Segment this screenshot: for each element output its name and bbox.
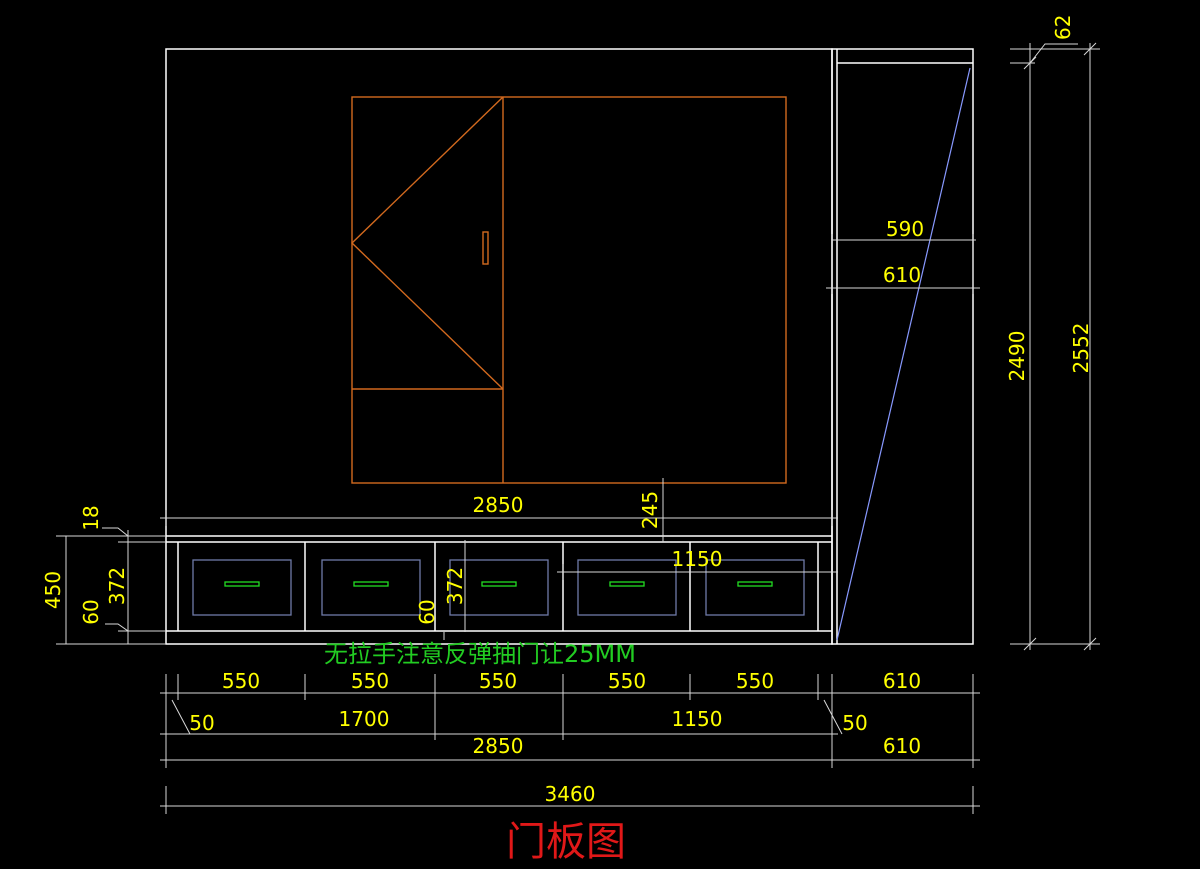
drawer-handle bbox=[481, 581, 517, 587]
dim-372-left: 372 bbox=[105, 567, 129, 605]
drawer-note: 无拉手注意反弹抽门让25MM bbox=[324, 640, 636, 668]
dim-2552: 2552 bbox=[1069, 323, 1093, 374]
dim-590: 590 bbox=[886, 217, 924, 241]
dim-row1-610: 610 bbox=[883, 669, 921, 693]
dim-60-inner: 60 bbox=[415, 599, 439, 624]
dim-18: 18 bbox=[79, 505, 103, 530]
wardrobe-frame bbox=[831, 48, 974, 645]
dimension-lines bbox=[56, 42, 1100, 814]
dim-row1-550-a: 550 bbox=[222, 669, 260, 693]
dim-1150-mid: 1150 bbox=[672, 547, 723, 571]
bed-outline bbox=[351, 96, 787, 484]
bed-handle bbox=[482, 231, 489, 265]
dim-row1-550-b: 550 bbox=[351, 669, 389, 693]
dim-60-left: 60 bbox=[79, 599, 103, 624]
drawer-face bbox=[705, 559, 805, 616]
dim-row2-1150: 1150 bbox=[672, 707, 723, 731]
drawer-face bbox=[192, 559, 292, 616]
drawer-face bbox=[577, 559, 677, 616]
dim-row1-550-e: 550 bbox=[736, 669, 774, 693]
main-frame bbox=[165, 48, 833, 645]
cabinet-outline bbox=[165, 48, 974, 645]
dim-row2-50-left: 50 bbox=[189, 711, 214, 735]
dim-row3-610: 610 bbox=[883, 734, 921, 758]
dim-450: 450 bbox=[41, 571, 65, 609]
dim-372-inner: 372 bbox=[443, 567, 467, 605]
fold-bed bbox=[350, 96, 787, 484]
drawer-face bbox=[321, 559, 421, 616]
dim-row1-550-d: 550 bbox=[608, 669, 646, 693]
dim-2850-mid: 2850 bbox=[473, 493, 524, 517]
dim-row1-550-c: 550 bbox=[479, 669, 517, 693]
dim-row3-2850: 2850 bbox=[473, 734, 524, 758]
dim-row2-1700: 1700 bbox=[339, 707, 390, 731]
drawer-handle bbox=[609, 581, 645, 587]
dim-610-upper: 610 bbox=[883, 263, 921, 287]
dim-row2-50-right: 50 bbox=[842, 711, 867, 735]
dim-2490: 2490 bbox=[1005, 331, 1029, 382]
dim-total-3460: 3460 bbox=[545, 782, 596, 806]
drawer-handle bbox=[737, 581, 773, 587]
dimension-labels: 62 590 610 2490 2552 2850 245 1150 18 45… bbox=[41, 15, 1093, 806]
bed-fold-triangle bbox=[350, 96, 504, 390]
drawer-handle bbox=[224, 581, 260, 587]
drawer-handle bbox=[353, 581, 389, 587]
wardrobe-door-diagonal bbox=[836, 67, 971, 641]
drawers bbox=[192, 559, 805, 616]
dim-245: 245 bbox=[638, 491, 662, 529]
dim-62: 62 bbox=[1051, 15, 1075, 40]
drawer-face bbox=[449, 559, 549, 616]
drawing-title: 门板图 bbox=[506, 819, 626, 865]
